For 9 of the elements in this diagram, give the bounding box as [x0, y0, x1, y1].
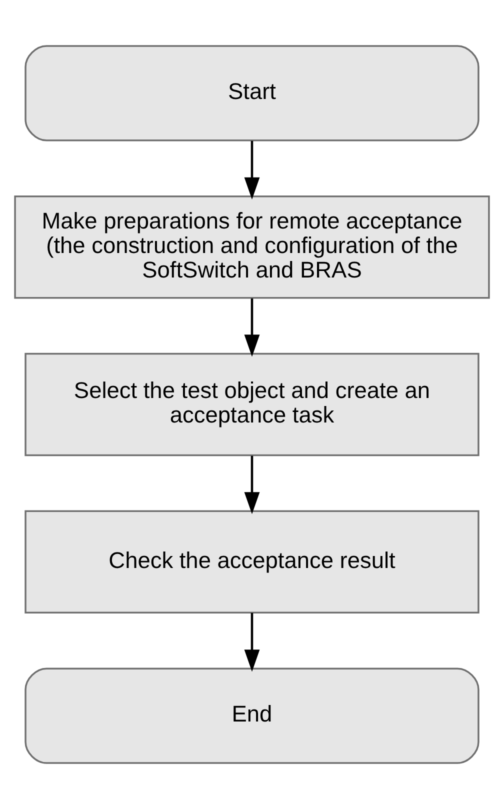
node-box: End [24, 668, 480, 764]
arrow [244, 612, 260, 672]
node-box: Check the acceptance result [24, 510, 480, 614]
node-box: Select the test object and create an acceptance task [24, 352, 480, 456]
arrow [244, 456, 260, 514]
arrow [244, 140, 260, 200]
arrow [244, 298, 260, 357]
node-box: Start [24, 45, 480, 142]
node-box: Make preparations for remote acceptance (the construction and configuration of the SoftSwitch and BRAS [14, 196, 490, 299]
